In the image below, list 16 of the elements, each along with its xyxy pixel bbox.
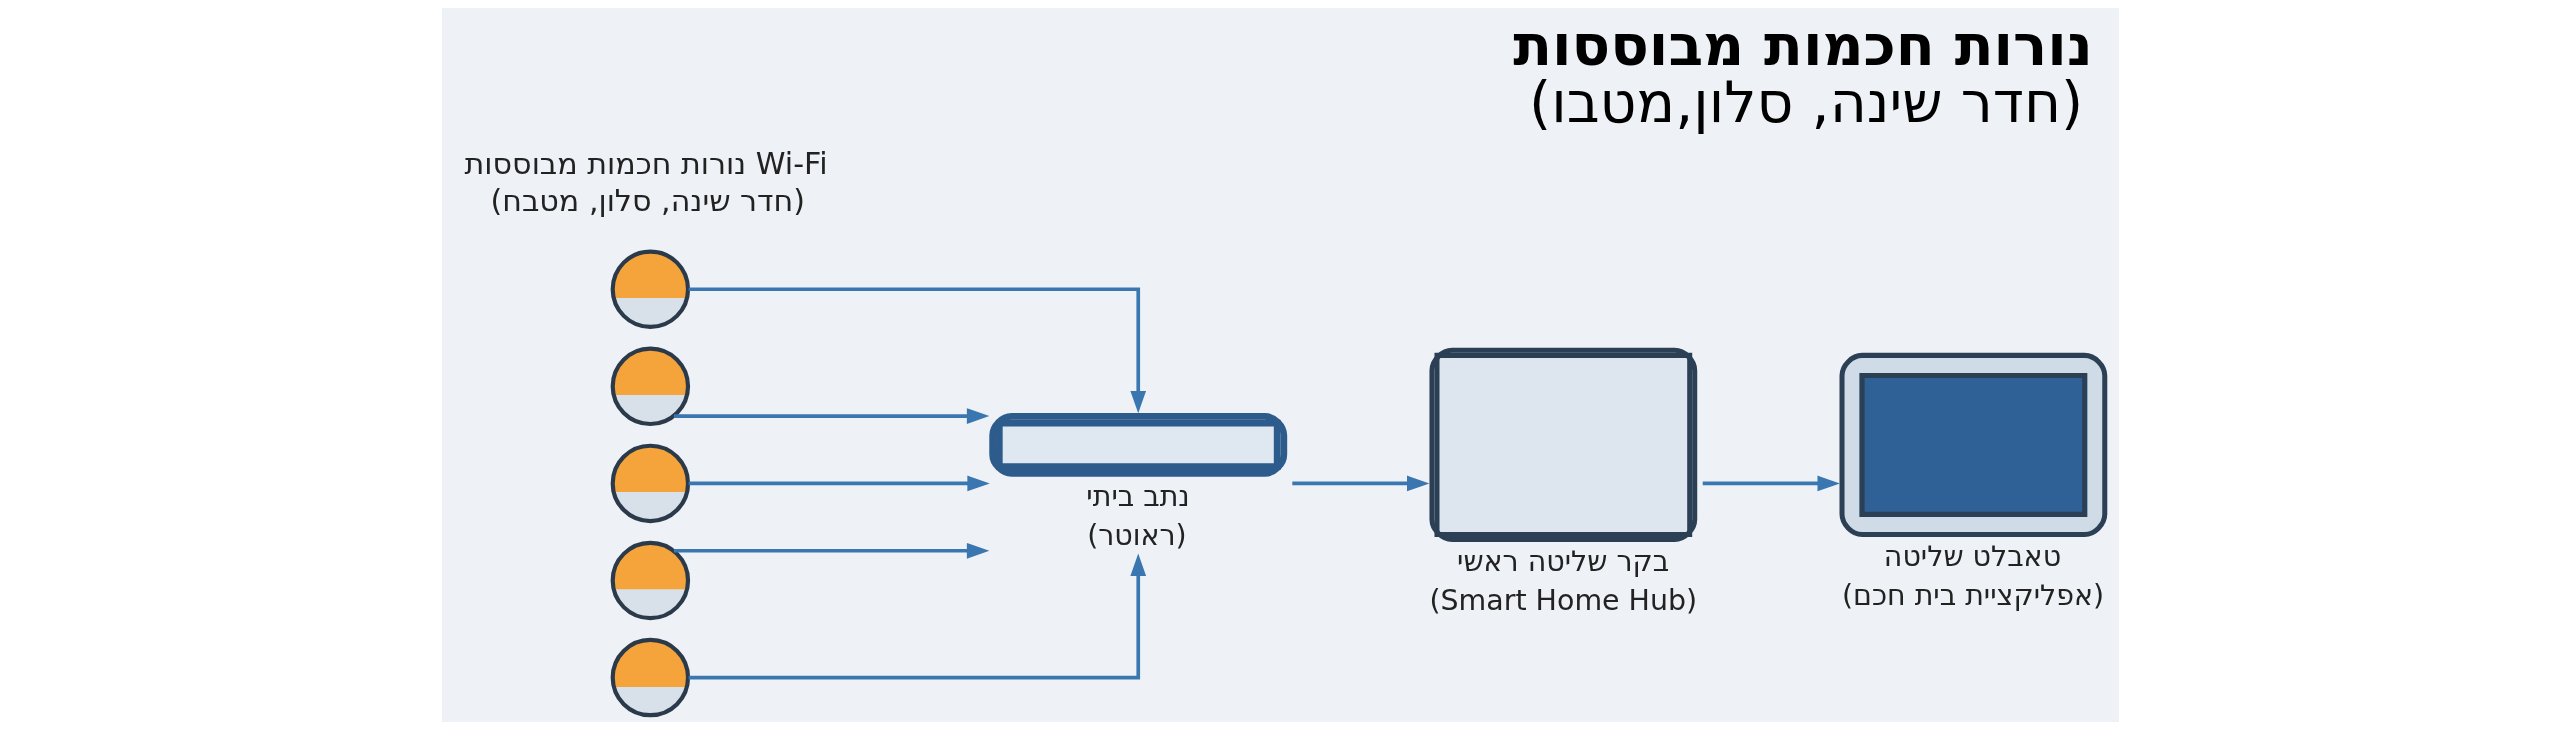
arrow xyxy=(688,553,1146,680)
arrow xyxy=(673,542,989,559)
node-picture xyxy=(610,443,690,524)
node-label: נתב ביתי (ראוטר) xyxy=(1085,480,1190,552)
node-label: טאבלט שליטה (אפליקציית בית חכם) xyxy=(1841,540,2104,612)
node-picture xyxy=(610,249,690,329)
label: נורות חכמות מבוססות Wi-Fi (חדר שינה, סלון, מטבח) xyxy=(464,146,828,219)
arrow xyxy=(688,287,1146,414)
diagram-title: נורות חכמות מבוססות (חדר שינה, סלון,מטבו) xyxy=(1512,12,2093,136)
arrow xyxy=(673,408,989,424)
node-picture xyxy=(610,637,690,718)
arrow xyxy=(688,475,990,492)
arrow xyxy=(1702,475,1840,492)
arrow xyxy=(1291,475,1429,492)
node-picture xyxy=(610,346,690,427)
node-picture xyxy=(610,540,690,621)
